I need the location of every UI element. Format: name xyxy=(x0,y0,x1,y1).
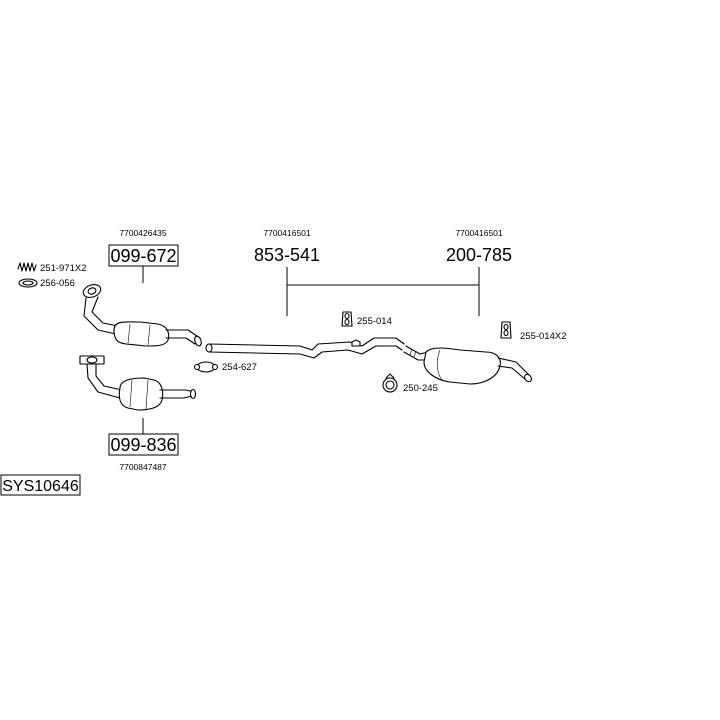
part-number-box-cat-front[interactable]: 099-672 xyxy=(108,244,179,267)
part-number-rear-silencer[interactable]: 200-785 xyxy=(446,245,512,265)
spring-icon xyxy=(17,262,37,272)
gasket-icon xyxy=(18,278,38,288)
accessory-gasket: 256-056 xyxy=(40,278,75,289)
part-number-cat-front: 099-672 xyxy=(110,246,176,266)
oem-rear-silencer: 7700416501 xyxy=(455,228,503,238)
oem-cat-rear: 7700847487 xyxy=(119,462,167,472)
accessory-hanger-mid: 255-014 xyxy=(357,316,392,327)
system-id: SYS10646 xyxy=(2,478,79,495)
accessory-hanger-rear: 255-014X2 xyxy=(520,331,566,342)
accessory-ring-clamp: 250-245 xyxy=(403,383,438,394)
center-pipe[interactable] xyxy=(205,337,405,359)
accessory-clamp: 254-627 xyxy=(222,362,257,373)
rear-silencer[interactable] xyxy=(403,345,533,385)
rear-catalytic-converter[interactable] xyxy=(79,355,197,411)
ring-clamp-icon xyxy=(382,373,398,393)
part-number-box-cat-rear[interactable]: 099-836 xyxy=(108,433,179,456)
clamp-icon xyxy=(193,361,219,373)
front-catalytic-converter[interactable] xyxy=(81,282,202,347)
oem-cat-front: 7700426435 xyxy=(119,228,167,238)
accessory-spring: 251-971X2 xyxy=(40,263,86,274)
system-id-box: SYS10646 xyxy=(0,474,81,496)
part-number-center-pipe[interactable]: 853-541 xyxy=(254,245,320,265)
shared-oem-bracket xyxy=(286,267,480,316)
part-number-cat-rear: 099-836 xyxy=(110,435,176,455)
oem-center-pipe: 7700416501 xyxy=(263,228,311,238)
rubber-hanger-pair-icon xyxy=(500,321,512,339)
rubber-hanger-icon xyxy=(341,311,353,327)
